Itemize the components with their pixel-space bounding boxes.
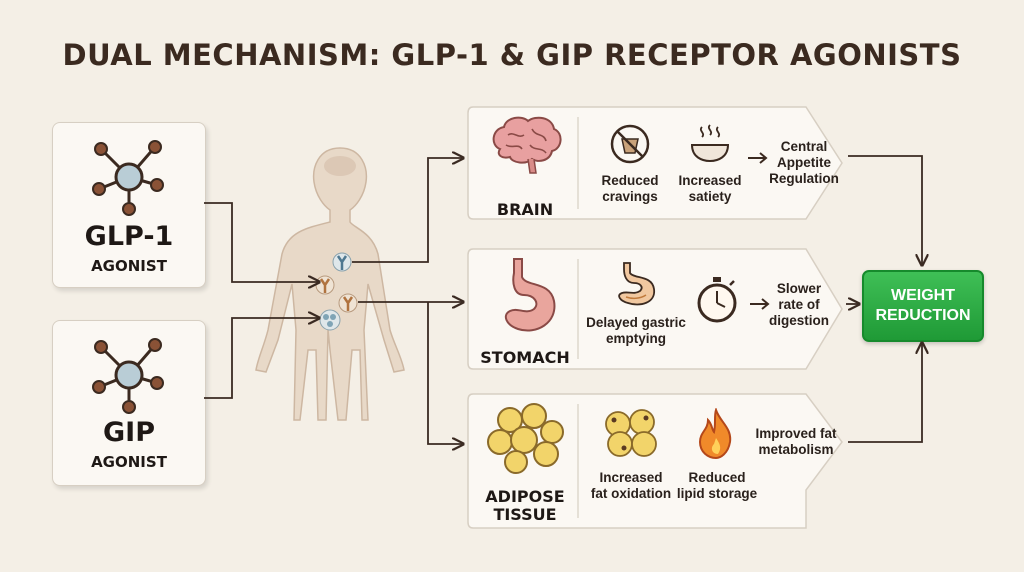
brain-icon	[492, 116, 562, 174]
outcome-slower-digestion: Slower rate of digestion	[762, 281, 836, 329]
no-food-icon	[610, 124, 650, 164]
gip-agonist-card: GIP AGONIST	[52, 320, 206, 486]
bowl-icon	[690, 124, 730, 163]
agent-label: AGONIST	[91, 453, 167, 471]
effect-line: Increased	[599, 470, 663, 485]
agent-name: GLP-1	[84, 221, 174, 252]
agent-name: GIP	[103, 417, 155, 448]
outcome-line: Appetite	[777, 155, 831, 170]
effect-line: emptying	[605, 331, 666, 346]
outcome-line: digestion	[769, 313, 829, 328]
stopwatch-icon	[697, 277, 737, 323]
arrow-right-icon	[750, 298, 770, 310]
outcome-improved-fat-metabolism: Improved fat metabolism	[750, 426, 842, 458]
adipose-tissue-icon	[487, 403, 564, 474]
stomach-panel: STOMACH Delayed gastric emptying Slower …	[466, 245, 846, 373]
effect-increased-fat-oxidation: Increased fat oxidation	[590, 470, 672, 502]
fat-cells-icon	[605, 409, 657, 457]
outcome-appetite-regulation: Central Appetite Regulation	[762, 139, 846, 187]
outcome-line: Improved fat	[755, 426, 837, 441]
agent-label: AGONIST	[91, 257, 167, 275]
result-line: REDUCTION	[875, 307, 971, 324]
adipose-panel: ADIPOSE TISSUE Increased fat oxidation R…	[466, 390, 846, 532]
organ-label-line: ADIPOSE	[485, 487, 565, 506]
stomach-organ-icon	[504, 258, 556, 332]
effect-line: Reduced	[688, 470, 746, 485]
organ-label-line: TISSUE	[493, 505, 557, 524]
stomach-icon	[618, 262, 655, 306]
flame-icon	[698, 408, 732, 460]
receptor-icons	[315, 252, 358, 331]
effect-line: satiety	[688, 189, 732, 204]
molecule-icon	[92, 338, 164, 414]
outcome-line: metabolism	[758, 442, 834, 457]
organ-label: ADIPOSE TISSUE	[474, 488, 576, 524]
outcome-line: rate of	[778, 297, 820, 312]
effect-line: fat oxidation	[590, 486, 672, 501]
outcome-line: Central	[780, 139, 828, 154]
outcome-line: Slower	[776, 281, 822, 296]
effect-line: Reduced	[601, 173, 659, 188]
effect-reduced-cravings: Reduced cravings	[586, 173, 674, 205]
outcome-line: Regulation	[769, 171, 839, 186]
weight-reduction-result: WEIGHT REDUCTION	[862, 270, 984, 342]
effect-line: Increased	[678, 173, 742, 188]
effect-line: cravings	[602, 189, 658, 204]
glp1-agonist-card: GLP-1 AGONIST	[52, 122, 206, 288]
arrow-right-icon	[748, 152, 768, 164]
organ-label: BRAIN	[496, 200, 554, 219]
effect-delayed-gastric-emptying: Delayed gastric emptying	[584, 315, 688, 347]
molecule-icon	[92, 140, 164, 216]
brain-panel: BRAIN Reduced cravings Increased satiety…	[466, 103, 846, 223]
effect-increased-satiety: Increased satiety	[670, 173, 750, 205]
effect-line: lipid storage	[676, 486, 758, 501]
diagram-title: DUAL MECHANISM: GLP-1 & GIP RECEPTOR AGO…	[62, 38, 962, 72]
result-line: WEIGHT	[891, 287, 955, 304]
effect-reduced-lipid-storage: Reduced lipid storage	[674, 470, 760, 502]
organ-label: STOMACH	[480, 348, 570, 367]
effect-line: Delayed gastric	[586, 315, 686, 330]
